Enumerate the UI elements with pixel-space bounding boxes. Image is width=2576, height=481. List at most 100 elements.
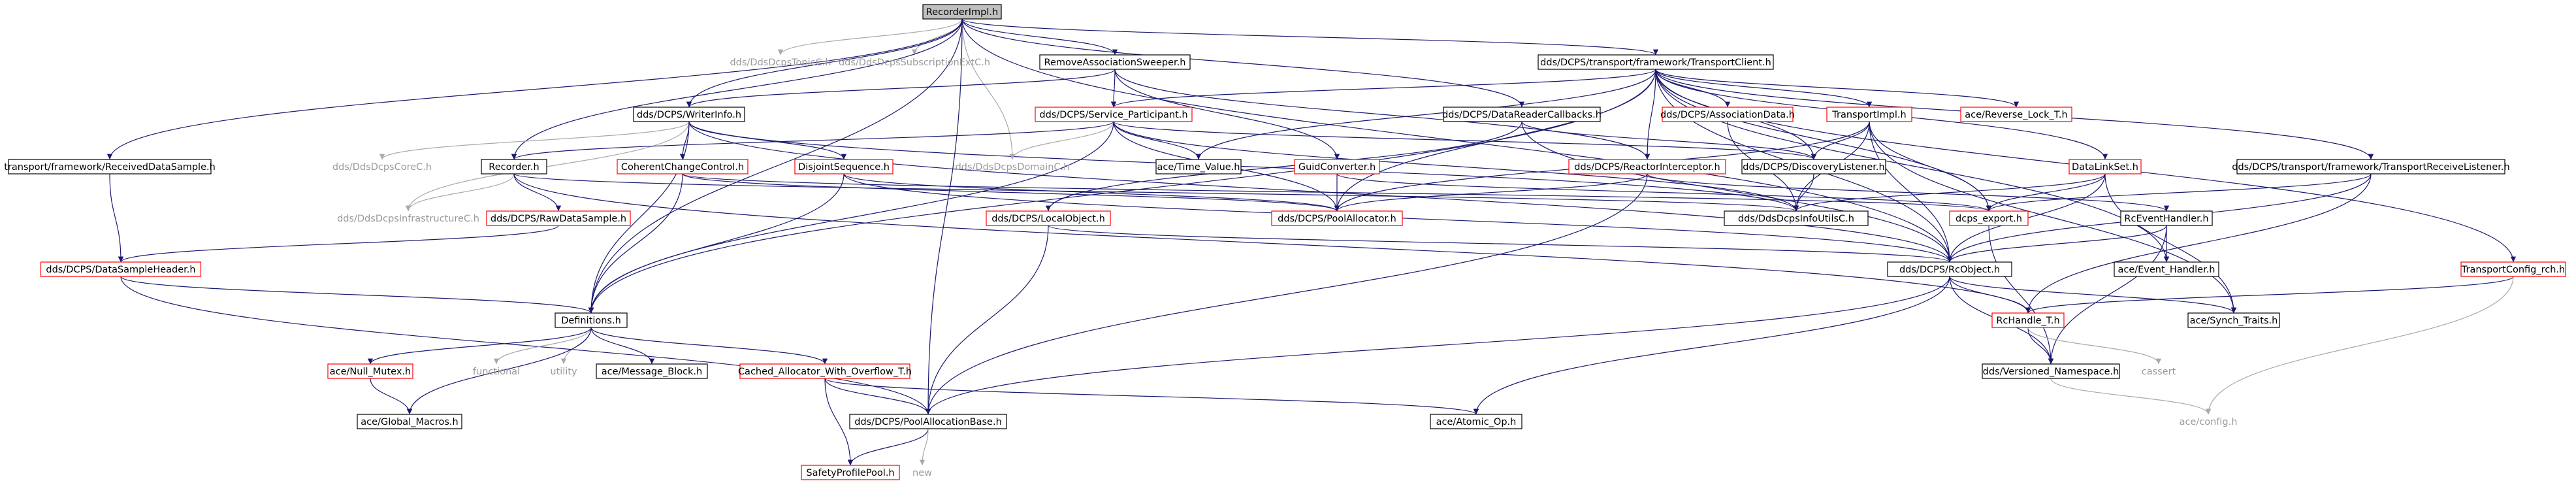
node-dds-ddsdcpsinfrastructurec-h: dds/DdsDcpsInfrastructureC.h — [337, 214, 479, 224]
edge-ras-to-reactorint — [1114, 69, 1650, 160]
node-transportconfig-rch-h[interactable]: TransportConfig_rch.h — [2460, 261, 2566, 277]
edge-ras-to-guidconv — [1114, 69, 1340, 160]
node-dds-ddsdcpstopicc-h: dds/DdsDcpsTopicC.h — [730, 58, 831, 68]
edge-sp-to-recorder — [511, 121, 1114, 160]
node-dds-dcps-rawdatasample-h[interactable]: dds/DCPS/RawDataSample.h — [486, 210, 631, 226]
node-definitions-h[interactable]: Definitions.h — [555, 312, 628, 328]
node-dds-dcps-reactorinterceptor-h[interactable]: dds/DCPS/ReactorInterceptor.h — [1568, 159, 1726, 174]
node-box — [794, 159, 894, 174]
node-ace-atomic-op-h[interactable]: ace/Atomic_Op.h — [1430, 414, 1522, 429]
node-dds-dcps-rcobject-h[interactable]: dds/DCPS/RcObject.h — [1887, 261, 2012, 277]
node-dds-dcps-associationdata-h[interactable]: dds/DCPS/AssociationData.h — [1660, 107, 1795, 122]
node-label: RcEventHandler.h — [2124, 214, 2208, 224]
node-ace-reverse-lock-t-h[interactable]: ace/Reverse_Lock_T.h — [1960, 107, 2072, 122]
node-dds-ddsdcpssubscriptionextc-h: dds/DdsDcpsSubscriptionExtC.h — [839, 58, 990, 68]
edge-ras-to-writerinfo — [686, 69, 1116, 108]
edge-root-to-rds — [106, 18, 963, 160]
node-datalinkset-h[interactable]: DataLinkSet.h — [2069, 159, 2142, 174]
node-dds-versioned-namespace-h[interactable]: dds/Versioned_Namespace.h — [1982, 363, 2120, 379]
node-box — [357, 414, 462, 429]
edge-definitions-to-nullmutex — [367, 327, 592, 365]
node-label: dds/DdsDcpsSubscriptionExtC.h — [839, 58, 990, 68]
node-box — [327, 363, 413, 379]
edge-guidconv-to-dcpsexport — [1336, 173, 1991, 212]
node-label: dds/DdsDcpsDomainC.h — [956, 162, 1070, 173]
node-dds-dcps-transport-framework-transportreceivelistener-h[interactable]: dds/DCPS/transport/framework/TransportRe… — [2232, 159, 2510, 174]
node-safetyprofilepool-h[interactable]: SafetyProfilePool.h — [801, 465, 900, 480]
node-dds-dcps-datasampleheader-h[interactable]: dds/DCPS/DataSampleHeader.h — [40, 261, 202, 277]
node-label: dds/DCPS/AssociationData.h — [1660, 110, 1795, 120]
node-box — [617, 159, 749, 174]
node-guidconverter-h[interactable]: GuidConverter.h — [1294, 159, 1380, 174]
edge-localobj-to-rcobject — [1048, 225, 1952, 263]
node-label: GuidConverter.h — [1298, 162, 1376, 173]
node-dds-dcps-datareadercallbacks-h[interactable]: dds/DCPS/DataReaderCallbacks.h — [1442, 107, 1602, 122]
node-label: ace/Event_Handler.h — [2117, 265, 2215, 275]
node-label: Definitions.h — [561, 316, 621, 326]
node-rchandle-t-h[interactable]: RcHandle_T.h — [1991, 312, 2065, 328]
node-coherentchangecontrol-h[interactable]: CoherentChangeControl.h — [617, 159, 749, 174]
edge-recorder-to-infoutils — [513, 173, 1799, 212]
node-ace-synch-traits-h[interactable]: ace/Synch_Traits.h — [2187, 312, 2280, 328]
node-box — [1826, 107, 1912, 122]
edge-rawds-to-dsh — [118, 225, 559, 263]
edge-dsh-to-poolallocbase — [120, 276, 931, 415]
node-dds-dcps-localobject-h[interactable]: dds/DCPS/LocalObject.h — [986, 210, 1111, 226]
node-ace-event-handler-h[interactable]: ace/Event_Handler.h — [2114, 261, 2219, 277]
node-label: dds/DCPS/RawDataSample.h — [491, 214, 626, 224]
node-label: dds/DCPS/RcObject.h — [1899, 265, 2000, 275]
node-label: dds/DCPS/WriterInfo.h — [637, 110, 741, 120]
node-label: new — [912, 468, 932, 478]
edge-definitions-to-cached — [590, 327, 828, 365]
edge-tcrch-to-aceconfig — [2205, 276, 2514, 415]
node-dds-dcps-transport-framework-transportclient-h[interactable]: dds/DCPS/transport/framework/TransportCl… — [1538, 54, 1774, 70]
edge-rds-to-dsh — [109, 173, 124, 263]
node-dds-dcps-writerinfo-h[interactable]: dds/DCPS/WriterInfo.h — [633, 107, 745, 122]
edge-trl-to-rchandle — [2025, 173, 2372, 314]
node-disjointsequence-h[interactable]: DisjointSequence.h — [794, 159, 894, 174]
node-removeassociationsweeper-h[interactable]: RemoveAssociationSweeper.h — [1039, 54, 1191, 70]
node-ace-message-block-h[interactable]: ace/Message_Block.h — [596, 363, 708, 379]
edge-tc-to-definitions — [588, 69, 1656, 314]
edge-rceh-to-rcobject — [1946, 225, 2167, 263]
node-label: functional — [473, 367, 520, 377]
node-label: ace/Atomic_Op.h — [1436, 417, 1517, 427]
node-dds-dcps-service-participant-h[interactable]: dds/DCPS/Service_Participant.h — [1035, 107, 1193, 122]
node-recorderimpl-h[interactable]: RecorderImpl.h — [922, 4, 1002, 20]
node-ace-null-mutex-h[interactable]: ace/Null_Mutex.h — [327, 363, 413, 379]
node-transport-framework-receiveddatasample-h[interactable]: transport/framework/ReceivedDataSample.h — [4, 159, 216, 174]
node-label: ace/Time_Value.h — [1157, 162, 1240, 173]
edge-sp-to-timevalue — [1113, 121, 1202, 160]
node-ace-time-value-h[interactable]: ace/Time_Value.h — [1155, 159, 1242, 174]
node-box — [1741, 159, 1886, 174]
edge-ccc-to-dcpsexport — [682, 173, 1991, 212]
edge-ccc-to-definitions — [588, 173, 683, 314]
edge-root-to-topicc — [777, 18, 963, 56]
node-dds-dcps-poolallocator-h[interactable]: dds/DCPS/PoolAllocator.h — [1271, 210, 1403, 226]
node-ace-global-macros-h[interactable]: ace/Global_Macros.h — [357, 414, 462, 429]
node-label: utility — [550, 367, 577, 377]
node-label: SafetyProfilePool.h — [806, 468, 894, 478]
edge-writerinfo-to-definitions — [588, 121, 690, 314]
node-dds-dcps-poolallocationbase-h[interactable]: dds/DCPS/PoolAllocationBase.h — [849, 414, 1007, 429]
node-ace-config-h: ace/config.h — [2180, 417, 2238, 427]
edge-tc-to-assocdata — [1655, 69, 1731, 108]
edge-ccc-to-poolalloc — [682, 173, 1340, 212]
edge-cached-to-atomicop — [824, 378, 1479, 415]
node-cached-allocator-with-overflow-t-h[interactable]: Cached_Allocator_With_Overflow_T.h — [738, 363, 912, 379]
node-dds-ddsdcpsinfoutilsc-h[interactable]: dds/DdsDcpsInfoUtilsC.h — [1724, 210, 1869, 226]
node-label: ace/Synch_Traits.h — [2190, 316, 2278, 326]
node-rceventhandler-h[interactable]: RcEventHandler.h — [2120, 210, 2213, 226]
node-dcps-export-h[interactable]: dcps_export.h — [1949, 210, 2029, 226]
node-label: TransportConfig_rch.h — [2461, 265, 2565, 275]
node-recorder-h[interactable]: Recorder.h — [481, 159, 547, 174]
node-box — [2069, 159, 2142, 174]
node-label: dds/DdsDcpsInfoUtilsC.h — [1738, 214, 1854, 224]
edge-root-to-poolallocbase — [925, 18, 963, 415]
node-dds-dcps-discoverylistener-h[interactable]: dds/DCPS/DiscoveryListener.h — [1741, 159, 1886, 174]
node-label: RcHandle_T.h — [1996, 316, 2059, 326]
node-label: dds/DCPS/DiscoveryListener.h — [1743, 162, 1884, 173]
node-box — [922, 4, 1002, 20]
node-transportimpl-h[interactable]: TransportImpl.h — [1826, 107, 1912, 122]
